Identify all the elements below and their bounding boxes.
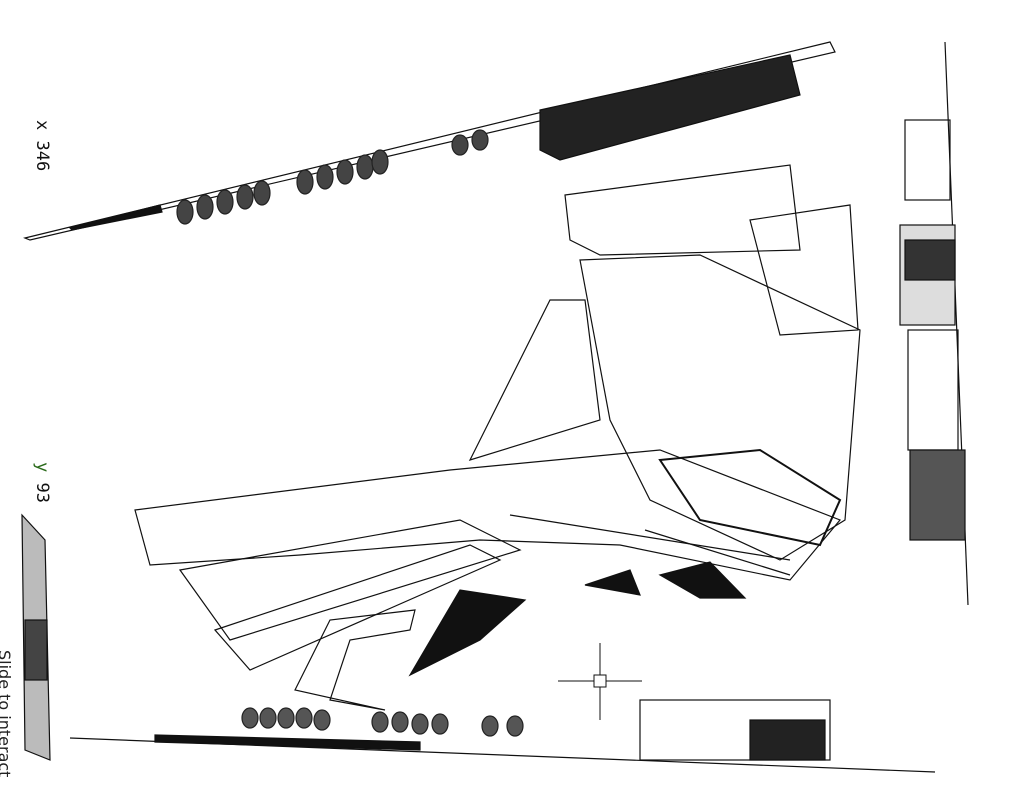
x-axis-label: x — [32, 120, 52, 131]
x-coordinate-readout: x 346 — [32, 120, 52, 171]
top-elevation — [23, 41, 836, 241]
slide-to-interact-hint[interactable]: Slide to interact — [0, 650, 14, 778]
y-value: 93 — [32, 482, 52, 503]
bottom-elevation — [69, 699, 936, 773]
y-coordinate-readout: y 93 — [32, 462, 52, 503]
left-partial-elevation — [21, 513, 51, 761]
crosshair-icon — [558, 643, 642, 720]
x-value: 346 — [32, 140, 52, 172]
y-axis-label: y — [32, 462, 52, 473]
right-elevation — [899, 41, 969, 606]
site-plan — [134, 164, 861, 711]
